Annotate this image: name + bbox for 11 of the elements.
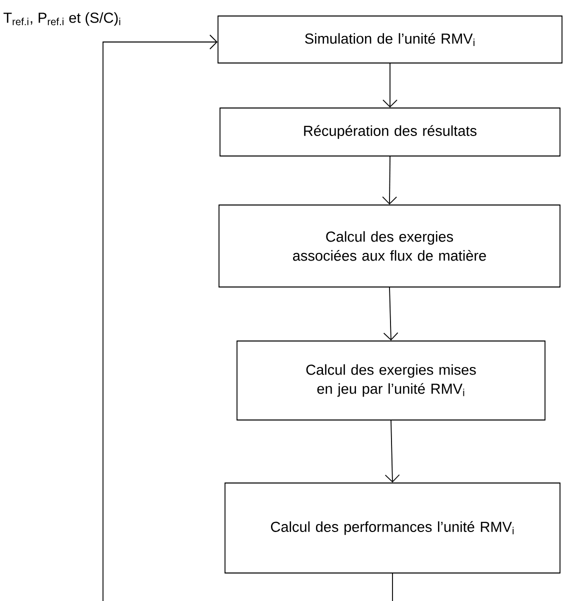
arrow [383, 287, 398, 341]
process-box: Récupération des résultats [220, 108, 560, 156]
arrow [384, 420, 400, 483]
process-box: Calcul des exergies mises en jeu par l’unité RMV$_{i}$ [236, 340, 546, 420]
process-box: Calcul des performances l’unité RMV$_{i}$ [224, 482, 560, 574]
arrow [382, 156, 398, 205]
process-box: Simulation de l’unité RMV$_{i}$ [218, 16, 562, 64]
edge-label: T$_{ref.i}$, P$_{ref.i}$ et (S/C)$_{i}$ [2, 11, 122, 27]
arrow [102, 34, 393, 601]
process-box: Calcul des exergies associées aux flux de matière [218, 204, 560, 288]
arrow [382, 63, 398, 108]
